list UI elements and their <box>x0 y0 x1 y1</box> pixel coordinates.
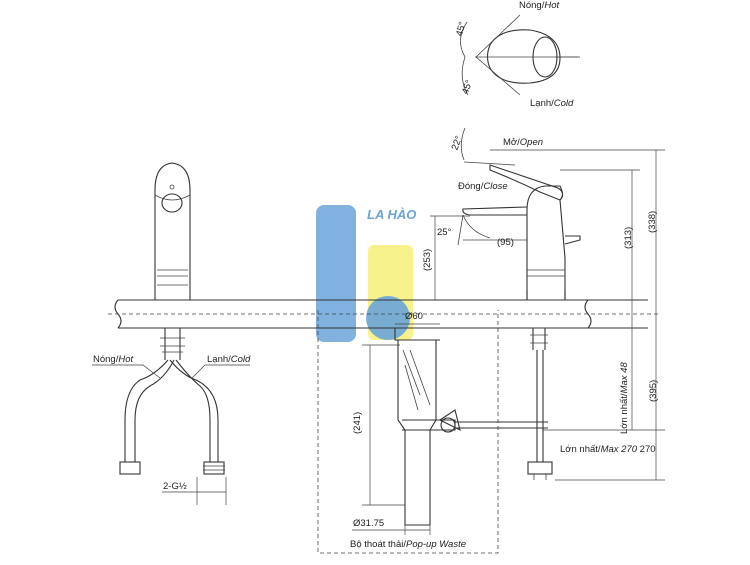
label-cold-left: Lạnh/Cold <box>207 354 251 365</box>
side-view-faucet <box>462 164 581 480</box>
countertop <box>108 299 660 329</box>
label-hot-top: Nóng/Hot <box>519 0 560 11</box>
dim-95: (95) <box>497 237 514 248</box>
label-angle-top-b: 45° <box>460 78 475 95</box>
label-cold-top: Lạnh/Cold <box>530 98 574 109</box>
label-angle-25: 25° <box>437 227 452 238</box>
dim-313: (313) <box>623 227 634 249</box>
label-angle-top-a: 45° <box>454 20 468 37</box>
watermark-text: LA HÀO <box>367 207 416 222</box>
popup-waste <box>317 310 548 554</box>
watermark-logo: LA HÀO <box>316 205 416 342</box>
label-waste: Bộ thoát thải/Pop-up Waste <box>350 539 466 550</box>
label-hot-left: Nóng/Hot <box>93 354 134 365</box>
label-close: Đóng/Close <box>458 181 508 192</box>
dim-338: (338) <box>647 211 658 233</box>
top-view-handle <box>460 14 580 96</box>
dim-3175: Ø31.75 <box>353 518 384 529</box>
label-thread: 2-G½ <box>163 481 187 492</box>
dim-395: (395) <box>648 380 659 402</box>
front-view-faucet <box>119 162 225 475</box>
label-max48: Lớn nhất/Max 48 <box>619 362 630 434</box>
label-angle-22: 22° <box>450 134 465 151</box>
dim-253: (253) <box>422 249 433 271</box>
label-open: Mở/Open <box>503 137 543 148</box>
dim-60: Ø60 <box>405 311 423 322</box>
label-max270: Lớn nhất/Max 270 270 <box>560 444 656 455</box>
dim-241: (241) <box>352 412 363 434</box>
